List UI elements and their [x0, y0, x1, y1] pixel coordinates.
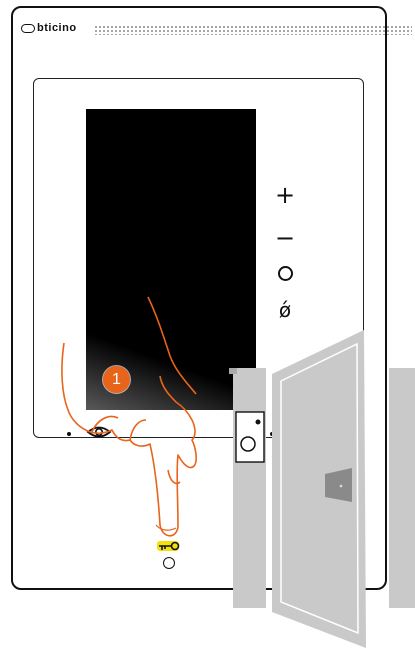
volume-up-button[interactable]: +	[270, 183, 300, 207]
circle-button-icon	[277, 266, 293, 281]
circle-button[interactable]	[270, 266, 300, 285]
logo-text: bticino	[37, 22, 77, 34]
key-icon[interactable]	[154, 538, 184, 554]
mute-microphone-icon: ǿ	[278, 298, 292, 322]
indicator-dot-left	[67, 432, 71, 436]
volume-down-button[interactable]: −	[270, 226, 300, 250]
volume-up-icon: +	[274, 181, 296, 209]
volume-down-icon: −	[274, 224, 296, 252]
speaker-grille	[94, 25, 412, 35]
mute-microphone-button[interactable]: ǿ	[270, 300, 300, 320]
logo-pill	[21, 23, 35, 33]
entrance-panel-icon	[229, 368, 266, 608]
door-icon	[272, 330, 366, 648]
step-number-badge: 1	[103, 366, 130, 393]
door-post-right	[389, 368, 415, 608]
bticino-logo: bticino	[21, 22, 77, 34]
door-release-led	[163, 557, 175, 569]
pointing-hand-icon	[61, 296, 197, 537]
